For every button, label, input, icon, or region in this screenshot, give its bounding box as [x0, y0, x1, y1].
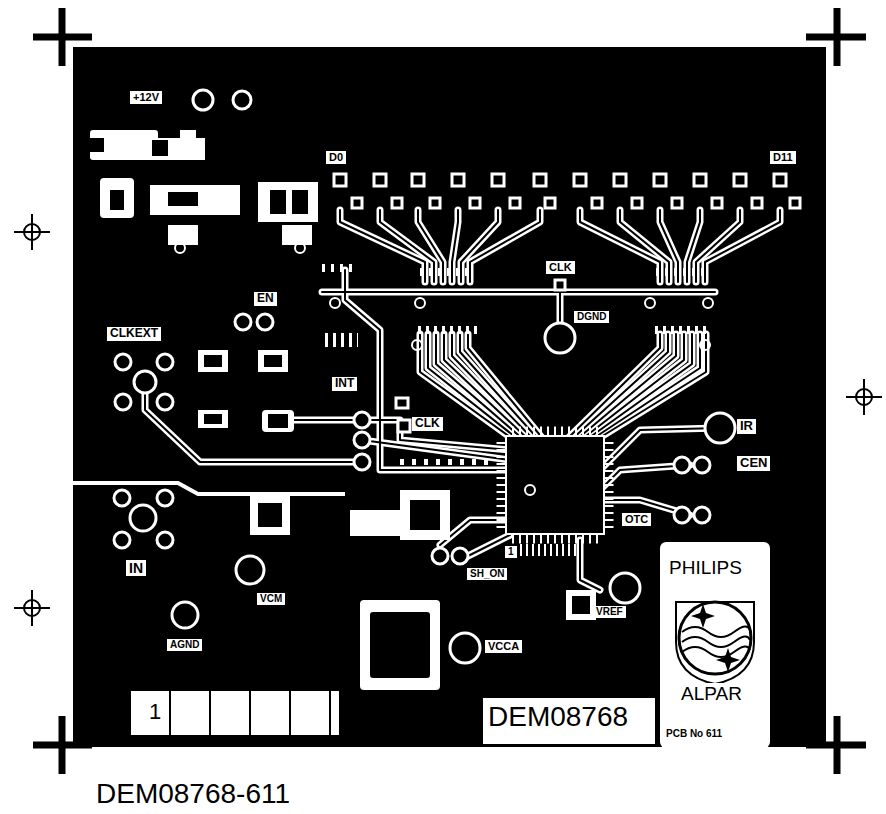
silkscreen-label: D11: [770, 151, 796, 164]
silkscreen-label: CLKEXT: [107, 327, 161, 341]
silkscreen-label: AGND: [167, 639, 202, 651]
silkscreen-label: PCB No 611: [663, 728, 725, 740]
silkscreen-label: SH_ON: [467, 568, 507, 580]
silkscreen-label: VCM: [257, 593, 285, 605]
silkscreen-label: D0: [326, 151, 346, 164]
silkscreen-label: IN: [126, 560, 146, 576]
silkscreen-label: DEM08768: [485, 701, 631, 733]
silkscreen-label: CEN: [737, 456, 770, 471]
silkscreen-label: VCCA: [485, 640, 522, 653]
board-caption: DEM08768-611: [93, 778, 293, 810]
silkscreen-label: DGND: [574, 311, 609, 323]
silkscreen-label: ALPAR: [678, 683, 745, 705]
silkscreen-label: CLK: [546, 261, 575, 274]
silkscreen-label: CLK: [412, 417, 443, 431]
silkscreen-label: +12V: [130, 91, 162, 104]
silkscreen-label: OTC: [622, 513, 651, 526]
silkscreen-label: 1: [505, 546, 517, 558]
silkscreen-label: 1: [146, 699, 164, 724]
silkscreen-label: INT: [332, 377, 357, 391]
silkscreen-label: VREF: [593, 606, 626, 618]
silkscreen-label: IR: [737, 419, 756, 434]
silkscreen-label: EN: [254, 292, 277, 306]
silkscreen-label: PHILIPS: [666, 557, 745, 579]
